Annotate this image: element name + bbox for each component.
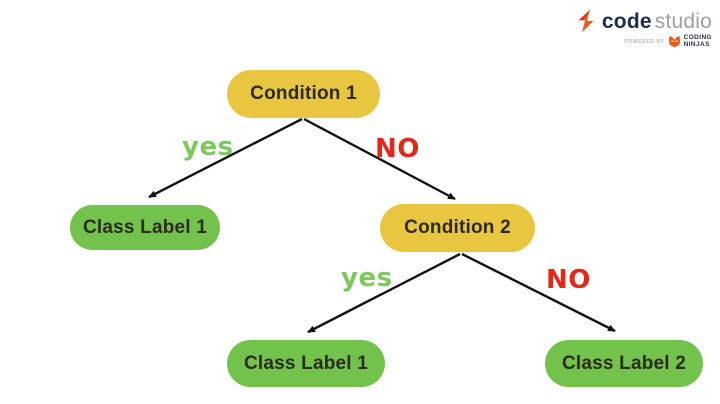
brand-code: code <box>601 9 652 33</box>
coding-ninjas-line1: CODING <box>683 34 712 41</box>
coding-ninjas-icon <box>668 35 681 48</box>
codestudio-icon <box>573 8 599 34</box>
powered-by-row: POWERED BY CODING NINJAS <box>512 34 712 49</box>
edge-label-no-2: NO <box>546 265 591 295</box>
node-condition-2: Condition 2 <box>380 204 535 252</box>
node-class-label-1-left: Class Label 1 <box>70 205 220 250</box>
node-condition-1: Condition 1 <box>227 70 380 118</box>
coding-ninjas-line2: NINJAS <box>683 40 710 48</box>
edge-condition2-no <box>461 252 616 333</box>
edge-label-yes-1: yes <box>182 132 234 162</box>
edge-label-yes-2: yes <box>341 263 393 293</box>
node-class-label-2: Class Label 2 <box>545 340 703 387</box>
brand-studio: studio <box>654 9 712 33</box>
powered-by-label: POWERED BY <box>624 38 665 45</box>
node-class-label-1-bottom: Class Label 1 <box>227 340 385 387</box>
coding-ninjas-wordmark: CODING NINJAS <box>683 34 712 49</box>
edge-label-no-1: NO <box>375 134 420 164</box>
